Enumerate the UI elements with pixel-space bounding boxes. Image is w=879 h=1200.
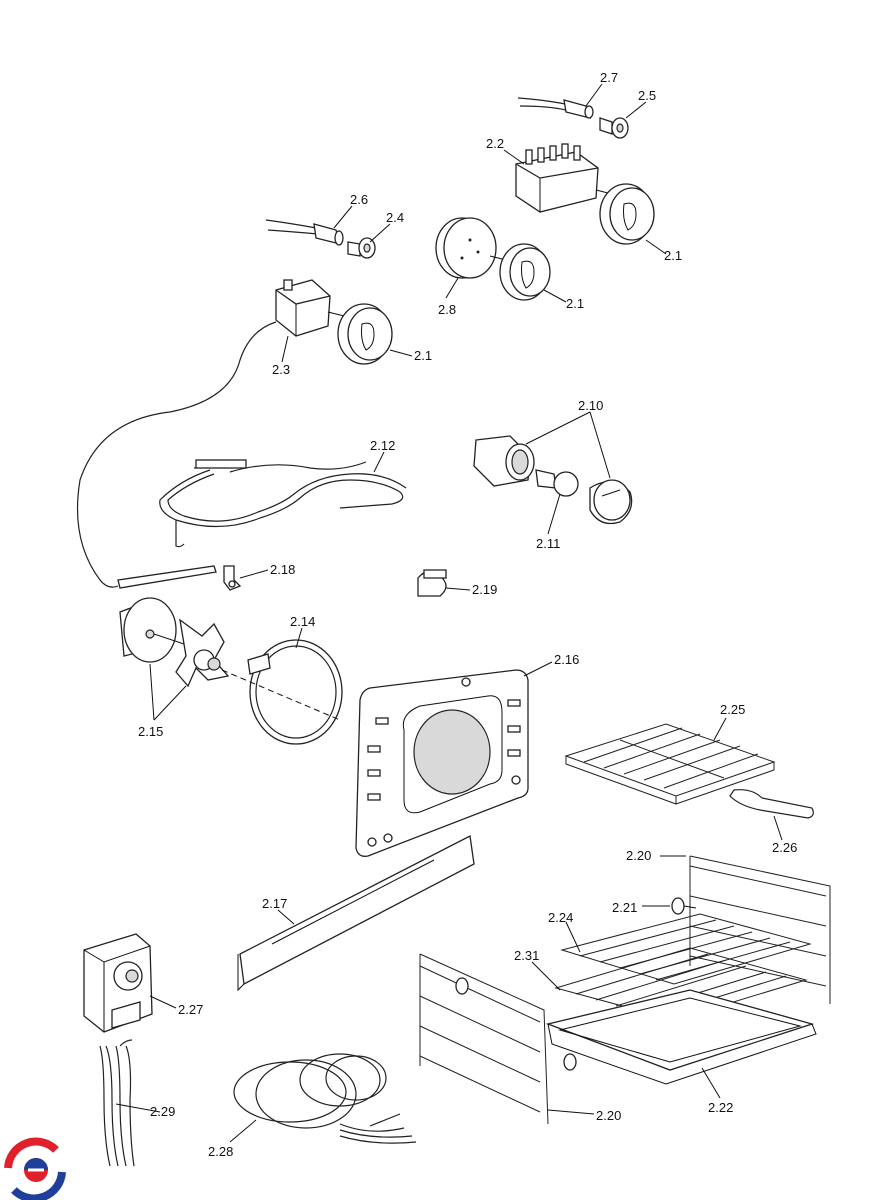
part-2-28-wiring-harness (233, 1053, 417, 1144)
label-2-4: 2.4 (386, 210, 404, 225)
label-2-11: 2.11 (536, 536, 560, 551)
part-2-4-bulb (347, 237, 376, 259)
label-2-6: 2.6 (350, 192, 368, 207)
part-2-24-oven-shelf (560, 913, 812, 985)
part-2-27-motor (83, 933, 153, 1033)
label-2-27: 2.27 (178, 1002, 203, 1017)
part-2-21-fixing (671, 897, 697, 915)
label-2-17: 2.17 (262, 896, 287, 911)
label-2-1-c: 2.1 (414, 348, 432, 363)
part-2-6-lamp-holder (265, 219, 344, 246)
part-2-14-circular-element (221, 639, 343, 745)
label-2-10: 2.10 (578, 398, 603, 413)
label-2-2: 2.2 (486, 136, 504, 151)
part-2-7-lamp-holder (517, 97, 594, 119)
label-2-29: 2.29 (150, 1104, 175, 1119)
part-2-22-drip-tray (545, 989, 817, 1085)
label-2-12: 2.12 (370, 438, 395, 453)
label-2-14: 2.14 (290, 614, 315, 629)
part-2-31-grill-grid (554, 947, 808, 1021)
label-2-19: 2.19 (472, 582, 497, 597)
label-2-22: 2.22 (708, 1100, 733, 1115)
label-2-28: 2.28 (208, 1144, 233, 1159)
part-2-11-bulb (535, 469, 579, 497)
part-2-8-timer (435, 217, 507, 279)
part-2-29-mains-cable (99, 1039, 135, 1167)
label-2-8: 2.8 (438, 302, 456, 317)
part-labels: 2.7 2.5 2.2 2.1 2.6 2.4 2.8 2.1 2.3 2.1 … (138, 70, 797, 1159)
part-2-19-clip (417, 569, 447, 597)
part-2-18-clip (223, 565, 242, 591)
leader-lines (115, 83, 783, 1143)
part-2-1-knob-c (337, 303, 393, 365)
label-2-21: 2.21 (612, 900, 637, 915)
label-2-1-b: 2.1 (566, 296, 584, 311)
label-2-1-a: 2.1 (664, 248, 682, 263)
part-2-26-shelf-holder (729, 789, 814, 819)
label-2-24: 2.24 (548, 910, 573, 925)
label-2-25: 2.25 (720, 702, 745, 717)
part-2-12-grill-element (159, 459, 407, 548)
label-2-31: 2.31 (514, 948, 539, 963)
part-2-17-strip (237, 835, 475, 992)
label-2-20-b: 2.20 (596, 1108, 621, 1123)
part-2-10-lamp-assembly (473, 435, 633, 525)
label-2-26: 2.26 (772, 840, 797, 855)
label-2-20-a: 2.20 (626, 848, 651, 863)
part-2-20-side-rack-left (419, 953, 577, 1125)
part-2-5-bulb (599, 117, 629, 139)
label-2-5: 2.5 (638, 88, 656, 103)
part-2-25-wire-shelf (564, 723, 776, 805)
label-2-7: 2.7 (600, 70, 618, 85)
label-2-18: 2.18 (270, 562, 295, 577)
part-2-15-fan-motor (119, 597, 230, 688)
part-2-1-knob-b (499, 243, 551, 301)
label-2-3: 2.3 (272, 362, 290, 377)
part-2-3-thermostat (76, 279, 345, 589)
brand-logo (4, 1137, 66, 1200)
part-2-1-knob-a (599, 183, 655, 245)
label-2-16: 2.16 (554, 652, 579, 667)
label-2-15: 2.15 (138, 724, 163, 739)
part-2-16-back-panel (355, 669, 529, 857)
part-2-2-selector-switch (515, 143, 613, 213)
